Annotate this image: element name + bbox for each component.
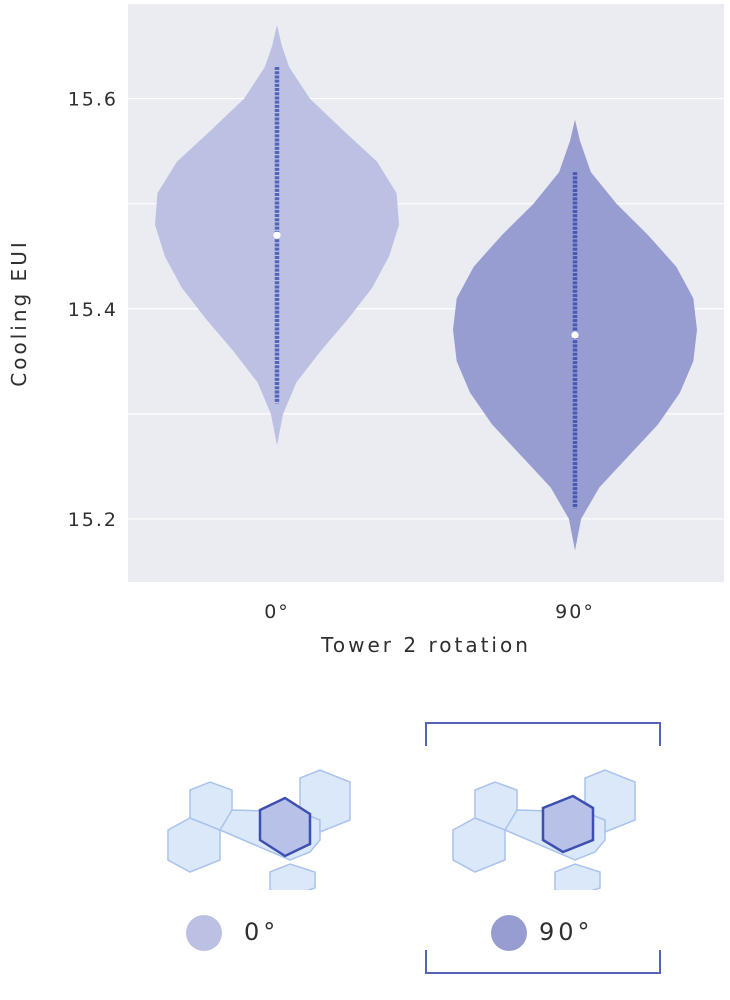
legend-label-90: 90°	[539, 918, 594, 946]
median-marker	[273, 231, 281, 239]
legend-swatch-0	[186, 915, 222, 951]
building-model-0deg-icon	[167, 769, 351, 890]
x-tick-label: 90°	[555, 601, 595, 623]
y-axis-title: Cooling EUI	[7, 239, 31, 386]
y-tick-label: 15.4	[68, 299, 118, 321]
x-tick-label: 0°	[264, 601, 290, 623]
chart-svg: 15.2 15.4 15.6 0° 90° Tower 2 rotation Cooling…	[7, 4, 724, 657]
building-model-90deg-icon	[452, 769, 636, 890]
legend-swatch-90	[491, 915, 527, 951]
median-marker	[571, 331, 579, 339]
y-tick-label: 15.2	[68, 509, 118, 531]
legend-label-0: 0°	[244, 918, 280, 946]
legend: 0° 90°	[0, 700, 730, 1000]
legend-item-90[interactable]: 90°	[425, 700, 665, 1000]
x-axis-title: Tower 2 rotation	[320, 633, 531, 657]
selection-bracket-top	[425, 722, 661, 746]
selection-bracket-bottom	[425, 950, 661, 974]
y-tick-label: 15.6	[68, 89, 118, 111]
legend-item-0[interactable]: 0°	[140, 700, 380, 1000]
violin-chart: 15.2 15.4 15.6 0° 90° Tower 2 rotation Cooling…	[7, 4, 724, 657]
